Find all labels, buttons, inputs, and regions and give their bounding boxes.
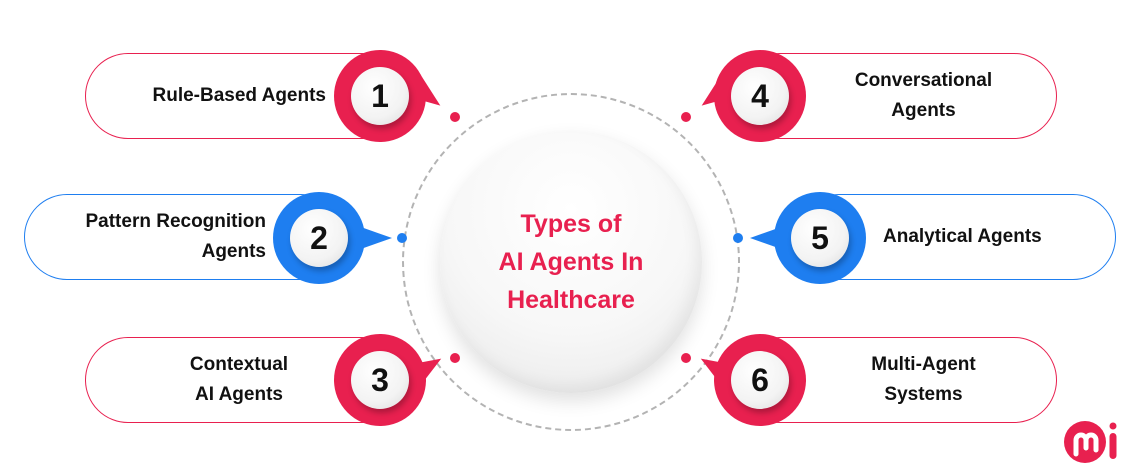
item-4-label: Conversational Agents xyxy=(854,70,993,121)
item-5-number: 5 xyxy=(791,209,849,267)
dashed-ring xyxy=(402,93,740,431)
item-3-number: 3 xyxy=(351,351,409,409)
item-6-label: Multi-Agent Systems xyxy=(871,354,976,405)
mi-logo-icon xyxy=(1064,421,1117,463)
item-5-label: Analytical Agents xyxy=(883,226,1042,247)
item-2-number: 2 xyxy=(290,209,348,267)
item-6-number: 6 xyxy=(731,351,789,409)
title-line-1: Types of xyxy=(520,210,622,238)
item-2-label: Pattern Recognition Agents xyxy=(85,211,266,262)
connector-dot-6 xyxy=(681,353,691,363)
connector-dot-4 xyxy=(681,112,691,122)
title-line-3: Healthcare xyxy=(507,286,635,314)
item-4-number: 4 xyxy=(731,67,789,125)
center-hub: Types of AI Agents In Healthcare xyxy=(440,131,702,393)
item-3-label: Contextual AI Agents xyxy=(189,354,289,405)
connector-dot-5 xyxy=(733,233,743,243)
item-6-badge: 6 xyxy=(714,334,806,426)
diagram-title: Types of AI Agents In Healthcare xyxy=(499,205,644,319)
connector-dot-2 xyxy=(397,233,407,243)
item-1-badge: 1 xyxy=(334,50,426,142)
item-4-badge: 4 xyxy=(714,50,806,142)
connector-dot-3 xyxy=(450,353,460,363)
title-line-2: AI Agents In xyxy=(498,248,644,276)
connector-dot-1 xyxy=(450,112,460,122)
item-1-label: Rule-Based Agents xyxy=(152,85,327,106)
item-1-number: 1 xyxy=(351,67,409,125)
item-2-badge: 2 xyxy=(273,192,365,284)
item-5-badge: 5 xyxy=(774,192,866,284)
item-3-badge: 3 xyxy=(334,334,426,426)
